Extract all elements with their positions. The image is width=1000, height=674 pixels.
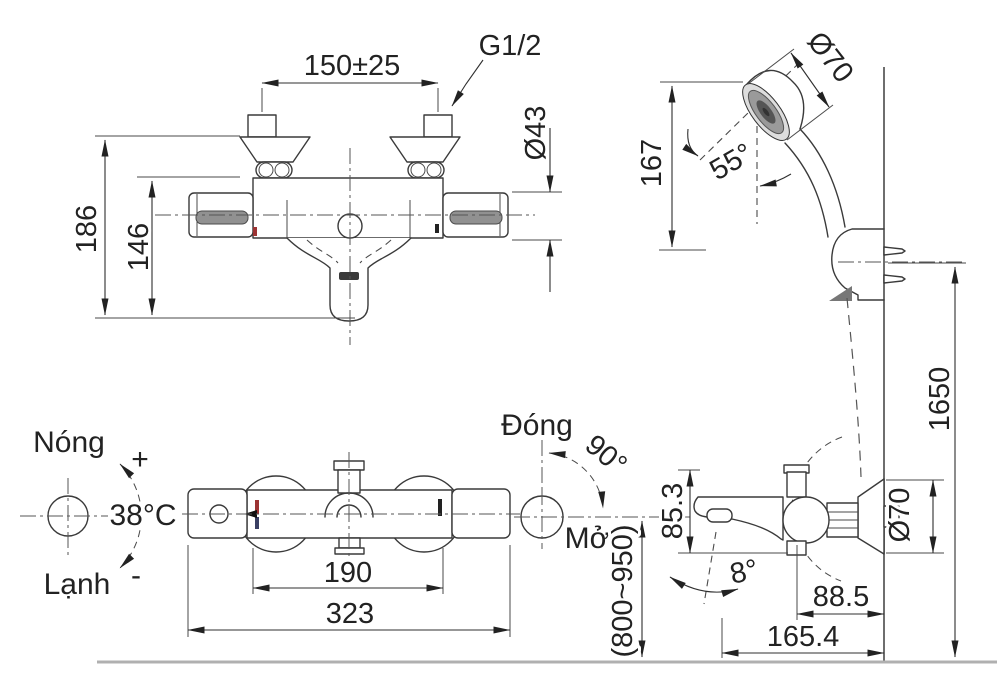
dim-label-total-width: 323 bbox=[326, 598, 374, 630]
shower-hose-hidden bbox=[846, 297, 862, 478]
holder-pin-bottom bbox=[883, 274, 906, 284]
cold-indicator-top bbox=[255, 517, 259, 529]
dim-label-flange-diameter: Ø70 bbox=[884, 488, 916, 543]
flow-dial: Đóng 90° Mở (800~950) bbox=[498, 406, 690, 661]
temperature-dial: Nóng + 38°C Lạnh - bbox=[20, 423, 180, 604]
dim-label-body-offset: 88.5 bbox=[813, 581, 869, 613]
dim-label-handle-span: 190 bbox=[324, 557, 372, 589]
dim-label-thread: G1/2 bbox=[479, 30, 542, 62]
dim-height-total: 186 bbox=[68, 135, 355, 319]
dim-handle-diameter: Ø43 bbox=[512, 103, 562, 292]
label-hot: Nóng bbox=[33, 426, 105, 459]
flow-indicator-top bbox=[438, 499, 442, 516]
wall-connector bbox=[883, 505, 900, 528]
front-view bbox=[155, 114, 535, 345]
holder-pin-top bbox=[883, 246, 906, 256]
label-minus: - bbox=[131, 559, 141, 592]
hot-indicator-front bbox=[253, 227, 257, 236]
inlet-right bbox=[389, 114, 461, 179]
dim-label-rail-height: 1650 bbox=[924, 367, 956, 432]
temperature-sweep-arc bbox=[119, 463, 142, 569]
label-temperature: 38°C bbox=[109, 499, 176, 532]
shower-head-view: 55° Ø70 167 bbox=[633, 23, 966, 478]
dim-label-spout-height: 85.3 bbox=[657, 483, 689, 539]
dim-label-mount-height: (800~950) bbox=[607, 524, 639, 657]
aerator bbox=[706, 508, 733, 523]
dim-label-spout-tilt: 8° bbox=[727, 554, 761, 591]
inlet-left bbox=[239, 114, 311, 179]
top-port bbox=[786, 471, 807, 498]
dim-label-handle-diameter: Ø43 bbox=[520, 106, 552, 161]
top-view: 190 323 bbox=[182, 452, 520, 637]
callout-thread: G1/2 bbox=[451, 27, 544, 107]
dim-label-spout-reach: 165.4 bbox=[767, 621, 840, 653]
dim-rail-height: 1650 bbox=[888, 262, 966, 658]
dim-label-inlet-distance: 150±25 bbox=[304, 50, 401, 82]
knurl-right bbox=[449, 210, 503, 225]
valve-body-side bbox=[782, 496, 830, 544]
flow-sweep-arc bbox=[548, 451, 606, 509]
holder-lever bbox=[829, 286, 852, 301]
knurl-left bbox=[195, 210, 249, 225]
dim-label-height-body: 146 bbox=[123, 223, 155, 271]
dim-label-head-length: 167 bbox=[636, 139, 668, 187]
label-open: Mở bbox=[565, 522, 610, 555]
swivel-arc-hidden bbox=[791, 436, 843, 582]
spout-side bbox=[693, 496, 784, 541]
dim-inlet-distance: 150±25 bbox=[261, 47, 439, 112]
dim-label-height-total: 186 bbox=[71, 205, 103, 253]
label-plus: + bbox=[131, 443, 149, 476]
dim-height-body: 146 bbox=[120, 176, 240, 316]
dim-label-sweep-angle: 90° bbox=[579, 429, 633, 482]
side-view: 85.3 8° 88.5 165.4 Ø70 bbox=[654, 436, 944, 658]
flow-indicator-front bbox=[435, 224, 439, 233]
label-cold: Lạnh bbox=[44, 568, 111, 601]
dim-label-head-angle: 55° bbox=[705, 137, 759, 187]
brand-mark bbox=[339, 272, 359, 280]
shower-handle bbox=[799, 128, 846, 228]
hot-indicator-top bbox=[255, 500, 259, 514]
wall-flange bbox=[857, 478, 885, 555]
wall-holder bbox=[829, 228, 966, 301]
label-close: Đóng bbox=[501, 409, 573, 442]
